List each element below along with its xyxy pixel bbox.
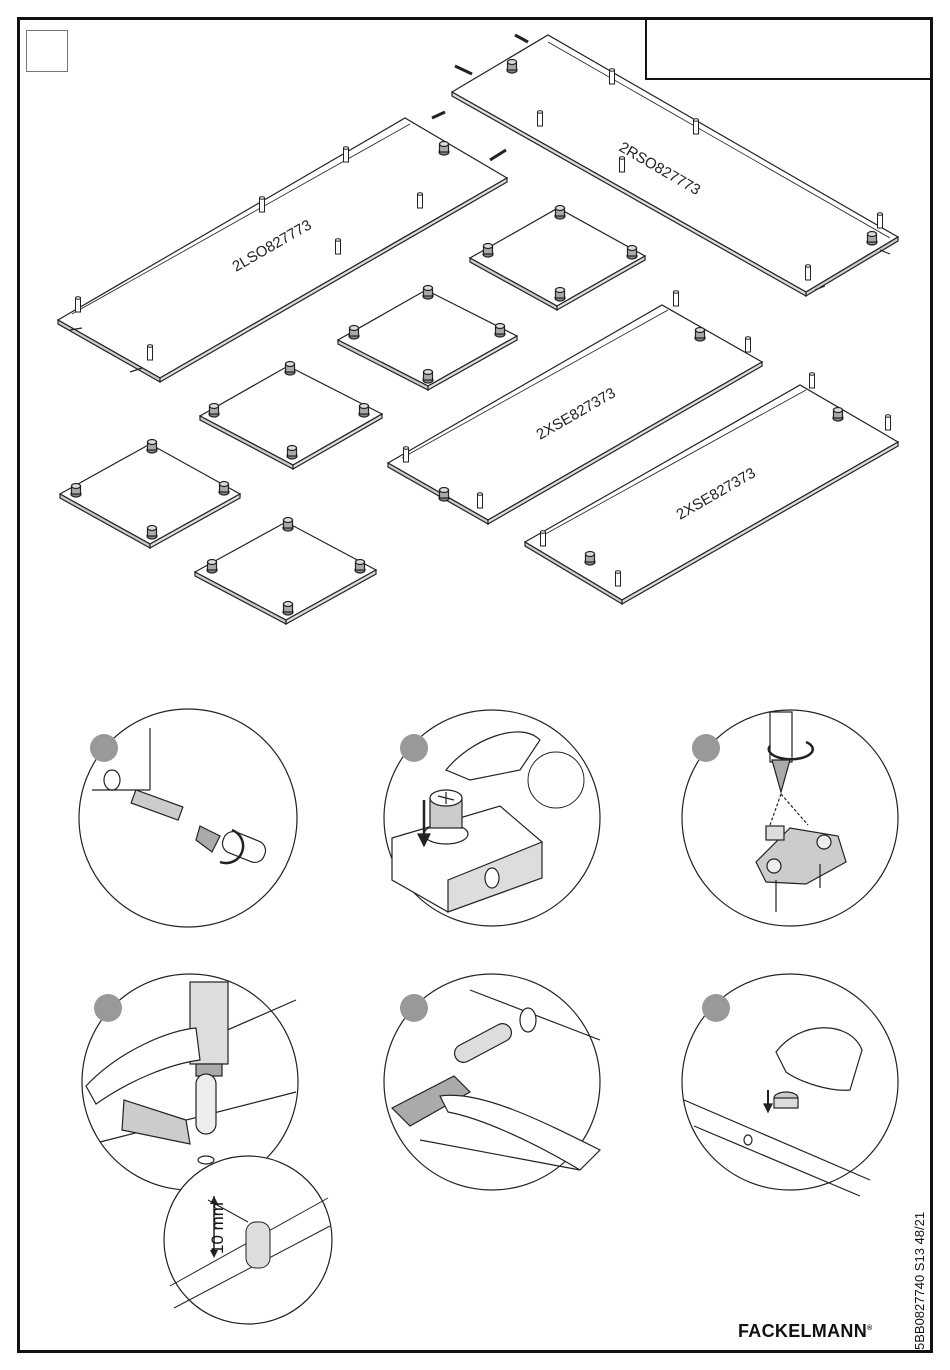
step-bumper-pad [682, 974, 898, 1196]
brand-name: FACKELMANN [738, 1321, 867, 1341]
dowel-depth-label: 10 mm [208, 1202, 228, 1254]
step-cam-lock [384, 710, 600, 926]
step-hinge-plate [682, 710, 898, 926]
step-hammer-dowel [384, 974, 600, 1190]
document-code: 5BB0827740 S13 48/21 [912, 1212, 927, 1350]
step-cam-bolt [79, 709, 297, 927]
measure-detail-icon [164, 1156, 332, 1324]
brand-logo: FACKELMANN® [738, 1321, 872, 1342]
brand-registered-mark: ® [867, 1325, 872, 1332]
